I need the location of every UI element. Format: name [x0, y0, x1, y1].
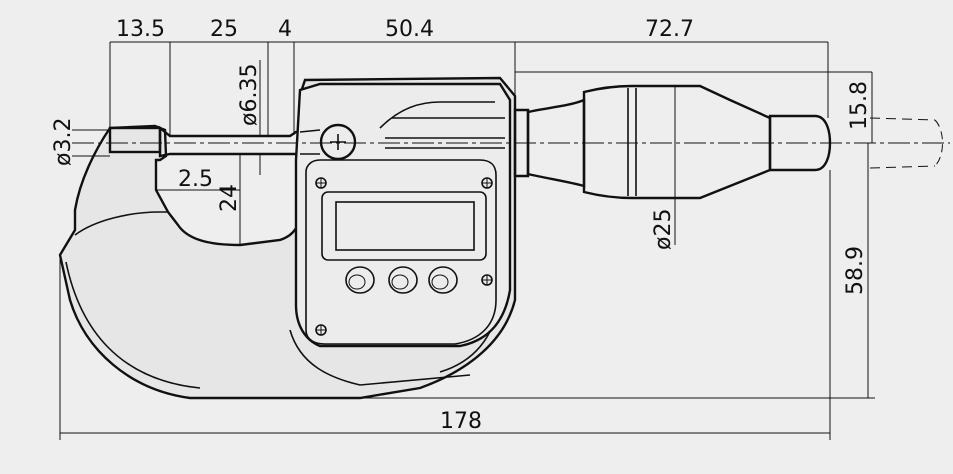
dim-13-5: 13.5 [116, 17, 165, 42]
dimension-lines [59, 41, 875, 440]
function-button-2 [388, 266, 418, 294]
dim-58-9: 58.9 [843, 246, 868, 295]
dim-25: 25 [210, 17, 238, 42]
dim-178: 178 [440, 409, 482, 434]
screw-icon [481, 274, 493, 286]
dim-15-8: 15.8 [847, 81, 872, 130]
dim-50-4: 50.4 [385, 17, 434, 42]
dim-24: 24 [217, 184, 242, 212]
dim-72-7: 72.7 [645, 17, 694, 42]
buttons [345, 266, 458, 294]
dimension-labels: 13.5 25 4 50.4 72.7 2.5 178 ø6.35 ø3.2 2… [51, 17, 872, 434]
thimble [582, 84, 772, 200]
dim-phi-25: ø25 [651, 209, 676, 250]
screw-icon [315, 324, 327, 336]
function-button-1 [345, 266, 375, 294]
screw-icon [315, 177, 327, 189]
display-housing [294, 82, 512, 348]
lock-knob-icon [319, 123, 357, 161]
extension-cap [934, 119, 943, 167]
dim-4: 4 [278, 17, 292, 42]
lcd-display [321, 191, 487, 261]
screw-icon [481, 177, 493, 189]
function-button-3 [428, 266, 458, 294]
dim-phi-3-2: ø3.2 [51, 118, 76, 166]
dim-2-5: 2.5 [178, 167, 213, 192]
dim-phi-6-35: ø6.35 [237, 64, 262, 126]
screws [315, 177, 493, 336]
extension-outline [869, 117, 936, 169]
